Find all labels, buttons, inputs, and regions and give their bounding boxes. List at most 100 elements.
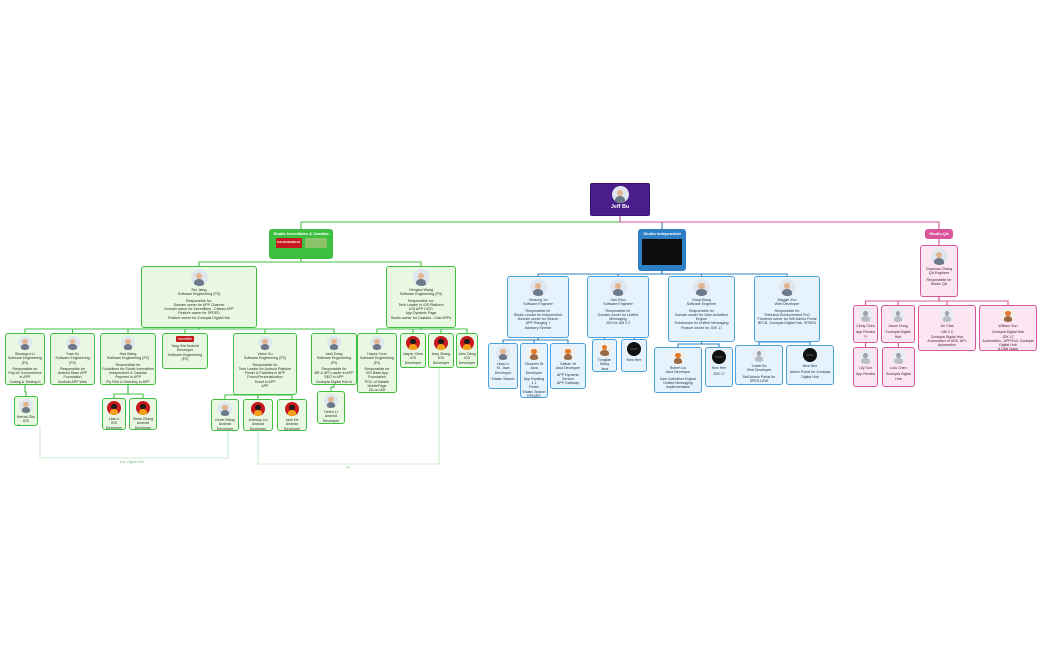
person-name: Gaibao Ye [559,362,577,366]
avatar [529,279,547,296]
studio-header-studio-qa[interactable]: Studio QA [925,229,953,239]
person-responsibilities: Zootopia Digital Hub [885,330,911,339]
person-role: Software Engineer [523,302,553,307]
avatar [460,336,474,350]
person-responsibilities: Self Admin Portal for SPEE-LINK [742,374,776,383]
person-responsibilities: Responsible for BR & API Loader in APP S… [314,366,354,384]
person-card-new-hire[interactable]: New Hire [621,339,647,372]
annotation-label-right: RT [346,466,351,470]
person-role: Web Developer [774,302,800,307]
person-name: Libao Li [496,362,510,366]
person-responsibilities: Zootopia Digital Hub [886,372,911,381]
connector-line [127,385,144,398]
studio-name: Studio QA [929,231,949,236]
avatar [19,399,33,413]
avatar [107,401,121,415]
avatar [1001,308,1015,322]
connector-line [300,259,422,266]
annotation-bracket-left [39,426,229,459]
person-responsibilities: App Review ?? [855,330,876,339]
person-name: Yansong Xu [528,298,548,302]
person-name: Amy Zhang [431,352,451,356]
person-responsibilities: Responsible for Studio QA [926,277,952,286]
person-responsibilities: Zootopia Digital Hub JDK 17 Automation -… [982,330,1034,351]
person-name: Chuanlin Ni [524,362,544,366]
person-responsibilities: JDK 17 [713,372,725,377]
person-role: Software Engineering (P2) [316,356,352,365]
connector-line [897,297,940,305]
person-role: Software Engineering (P2) [167,352,203,361]
person-responsibilities: Responsible for Studio Leader for Indepe… [513,308,563,330]
person-responsibilities: Responsible for Pay for Convenience in A… [8,366,42,384]
person-role: Java Developer [525,366,543,375]
root-card-jeff-bu[interactable]: Jeff Bu [590,183,650,216]
root-to-studio-line [300,216,621,229]
studio-header-studio-independent[interactable]: Studio Independent [638,229,686,271]
person-name: Lily Sun [859,366,872,370]
person-responsibilities: Responsible for: Domain owner for APP Ch… [164,298,234,320]
person-name: New Hire [711,366,727,370]
person-name: William Sun [998,324,1018,328]
connector-line [787,341,811,345]
connector-line [198,259,302,266]
person-name: Lida Li [108,417,120,421]
person-name: Jack He [285,418,299,422]
person-name: Kerrick Zhu [16,415,36,419]
avatar [258,336,272,350]
person-name: Kevin Wang [215,418,235,422]
person-role: Android Developer [322,414,340,423]
person-name: Stella Zhang [132,417,154,421]
person-name: Helen Li [324,410,338,414]
person-role: Software Engineering (P2) [106,356,150,361]
placeholder-logo [627,342,641,356]
root-name: Jeff Bu [610,204,630,210]
person-responsibilities: Responsible for Technical Enhancement Po… [757,308,817,326]
person-role: iOS Developer [432,356,450,365]
person-role: Software Engineer [603,302,633,307]
person-name: Shuangrui Li [14,352,36,356]
person-responsibilities: Admin Portal for Zootopia Digital Hub [789,370,831,379]
avatar [496,346,510,360]
person-name: Victor Ou [257,352,273,356]
